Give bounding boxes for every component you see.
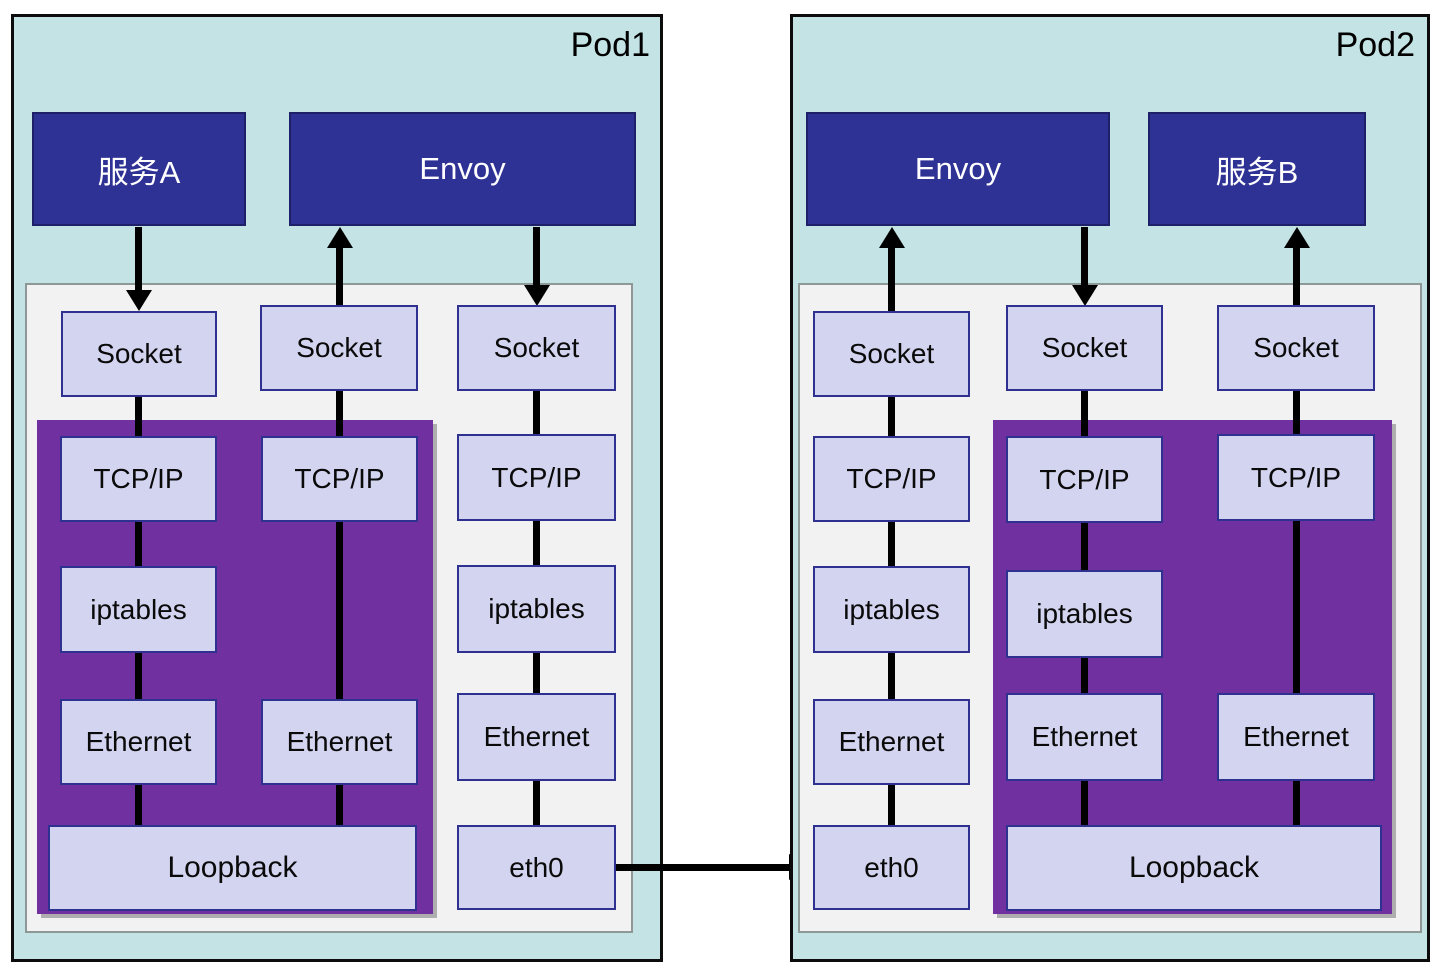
pod1-col3-ethernet: Ethernet	[457, 693, 616, 781]
pod2-title: Pod2	[1335, 26, 1415, 64]
pod2-col3-ethernet: Ethernet	[1217, 693, 1375, 781]
pod2-col1-connector-1	[888, 397, 895, 436]
pod1-col1-connector-1	[135, 397, 142, 436]
pod1-col1-connector-2	[135, 522, 142, 567]
pod1-loopback: Loopback	[48, 825, 417, 911]
pod2-col3-connector-1	[1293, 391, 1300, 434]
pod2-col1-iptables: iptables	[813, 566, 970, 653]
pod2-col1-connector-4	[888, 785, 895, 825]
pod2-arrow-socket-to-service-head-icon	[1284, 227, 1310, 248]
pod2-envoy-box: Envoy	[806, 112, 1110, 226]
pod2-col2-connector-2	[1081, 523, 1088, 570]
pod1-arrow-envoy-to-socket-shaft	[533, 227, 540, 287]
pod1-col2-connector-3	[336, 785, 343, 825]
pod2-col2-connector-4	[1081, 781, 1088, 825]
pod1-col1-tcpip: TCP/IP	[60, 436, 217, 522]
pod1-col1-socket: Socket	[61, 311, 217, 397]
pod2-arrow-socket-to-service-shaft	[1293, 246, 1300, 306]
pod1-col3-connector-1	[533, 391, 540, 434]
pod2-col2-ethernet: Ethernet	[1006, 693, 1163, 781]
pod1-col2-tcpip: TCP/IP	[261, 436, 418, 522]
pod2-col2-connector-1	[1081, 391, 1088, 436]
pod2-col2-tcpip: TCP/IP	[1006, 436, 1163, 523]
pod2-arrow-envoy-to-socket-shaft	[1081, 227, 1088, 287]
pod1-arrow-envoy-to-socket-head-icon	[524, 285, 550, 306]
pod2-col1-connector-3	[888, 653, 895, 699]
pod2-col1-ethernet: Ethernet	[813, 699, 970, 785]
pod2-col2-socket: Socket	[1006, 305, 1163, 391]
pod1-col3-connector-2	[533, 521, 540, 565]
pod2-col3-tcpip: TCP/IP	[1217, 434, 1375, 521]
pod1-col3-socket: Socket	[457, 305, 616, 391]
pod1-arrow-socket-to-envoy-shaft	[336, 246, 343, 306]
pod2-arrow-envoy-to-socket-head-icon	[1072, 285, 1098, 306]
pod2-col1-socket: Socket	[813, 311, 970, 397]
pod2-col2-iptables: iptables	[1006, 570, 1163, 658]
pod1-col3-connector-3	[533, 653, 540, 693]
pod1-col2-ethernet: Ethernet	[261, 699, 418, 785]
pod1-col2-connector-1	[336, 391, 343, 436]
pod1-col3-iptables: iptables	[457, 565, 616, 653]
pod1-eth0: eth0	[457, 825, 616, 910]
pod1-col2-socket: Socket	[260, 305, 418, 391]
pod1-envoy-box: Envoy	[289, 112, 636, 226]
eth0-to-eth0-arrow-shaft	[616, 864, 790, 871]
pod2-col3-connector-3	[1293, 781, 1300, 825]
pod2-col1-connector-2	[888, 522, 895, 567]
pod2-col2-connector-3	[1081, 658, 1088, 693]
pod1-col3-connector-4	[533, 781, 540, 825]
pod2-eth0: eth0	[813, 825, 970, 910]
pod1-arrow-service-to-socket-head-icon	[126, 290, 152, 311]
pod1-service-a-box: 服务A	[32, 112, 246, 226]
pod2-col3-connector-2	[1293, 521, 1300, 693]
pod2-service-b-box: 服务B	[1148, 112, 1366, 226]
pod1-col1-iptables: iptables	[60, 566, 217, 653]
pod1-col1-connector-3	[135, 653, 142, 699]
pod2-arrow-socket-to-envoy-shaft	[888, 246, 895, 312]
pod1-col1-ethernet: Ethernet	[60, 699, 217, 785]
pod2-arrow-socket-to-envoy-head-icon	[879, 227, 905, 248]
pod2-loopback: Loopback	[1006, 825, 1382, 911]
pod1-arrow-service-to-socket-shaft	[135, 227, 142, 291]
pod1-col2-connector-2	[336, 522, 343, 699]
pod1-col1-connector-4	[135, 785, 142, 825]
pod2-col3-socket: Socket	[1217, 305, 1375, 391]
pod1-col3-tcpip: TCP/IP	[457, 434, 616, 521]
pod2-col1-tcpip: TCP/IP	[813, 436, 970, 522]
pod1-title: Pod1	[570, 26, 650, 64]
pod1-arrow-socket-to-envoy-head-icon	[327, 227, 353, 248]
